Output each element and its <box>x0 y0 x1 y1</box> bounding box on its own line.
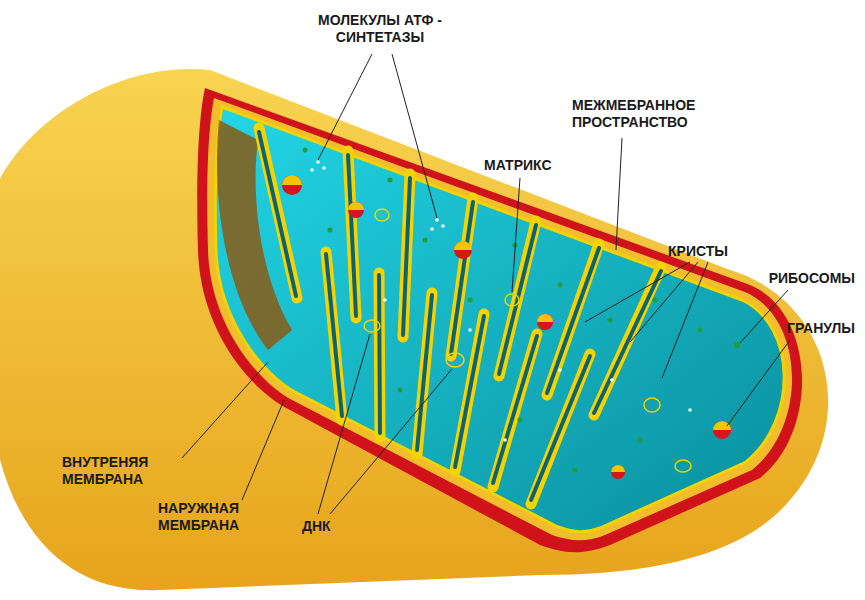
part-label: МОЛЕКУЛЫ АТФ - СИНТЕТАЗЫ <box>300 12 460 46</box>
dna-loops <box>364 209 691 472</box>
cristae <box>259 128 661 504</box>
part-label: МЕЖМЕБРАННОЕ ПРОСТРАНСТВО <box>572 97 732 131</box>
ribosomes <box>303 148 741 473</box>
leader-lines <box>182 54 790 514</box>
part-label: КРИСТЫ <box>668 243 758 260</box>
intermembrane-band <box>207 98 792 540</box>
part-label: МАТРИКС <box>484 157 584 174</box>
part-label: ВНУТРЕНЯЯ МЕМБРАНА <box>62 454 180 488</box>
part-label: РИБОСОМЫ <box>765 270 855 287</box>
part-label: НАРУЖНАЯ МЕМБРАНА <box>158 500 276 534</box>
outer-membrane-cut <box>197 88 802 552</box>
part-label: ДНК <box>302 518 362 535</box>
matrix <box>215 107 784 532</box>
granules <box>282 175 731 479</box>
part-label: ГРАНУЛЫ <box>775 320 855 337</box>
outer-body <box>0 69 828 590</box>
atp-synthase <box>310 160 692 442</box>
